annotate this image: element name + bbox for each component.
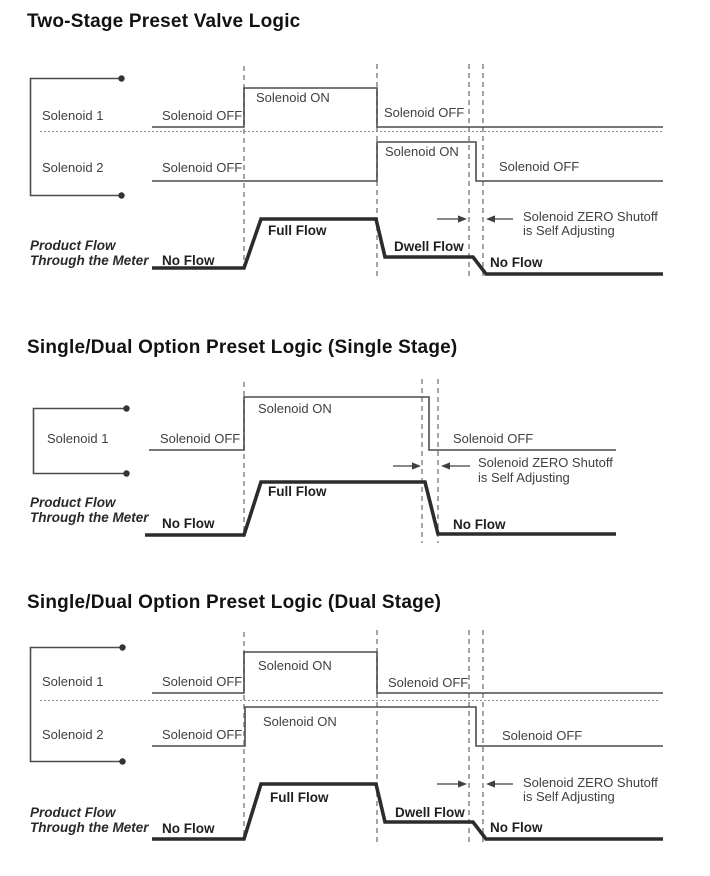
- solenoid1-label: Solenoid 1: [47, 431, 108, 446]
- left-arrow-icon: [486, 780, 495, 788]
- wire-terminal-dot: [118, 192, 125, 199]
- solenoid2-trace: [152, 141, 663, 182]
- no-flow-left-label: No Flow: [162, 516, 215, 531]
- shutoff-note-line2: is Self Adjusting: [478, 470, 570, 485]
- solenoid2-label: Solenoid 2: [42, 160, 103, 175]
- no-flow-right-label: No Flow: [490, 820, 543, 835]
- right-arrow-icon: [458, 215, 467, 223]
- flow-caption-line1: Product Flow: [30, 238, 117, 253]
- solenoid1-label: Solenoid 1: [42, 108, 103, 123]
- solenoid2-off-left-label: Solenoid OFF: [162, 160, 242, 175]
- solenoid-wiring-bracket: [32, 407, 126, 475]
- solenoid1-on-label: Solenoid ON: [256, 90, 330, 105]
- no-flow-right-label: No Flow: [453, 517, 506, 532]
- wire-terminal-dot: [123, 405, 130, 412]
- solenoid1-off-left-label: Solenoid OFF: [160, 431, 240, 446]
- solenoid-wiring-bracket: [29, 646, 122, 763]
- right-arrow-icon: [412, 462, 421, 470]
- product-flow-trace: [145, 480, 616, 537]
- solenoid1-off-right-label: Solenoid OFF: [384, 105, 464, 120]
- solenoid2-label: Solenoid 2: [42, 727, 103, 742]
- solenoid1-off-right-label: Solenoid OFF: [453, 431, 533, 446]
- left-arrow-icon: [441, 462, 450, 470]
- solenoid1-trace: [152, 87, 663, 128]
- solenoid1-trace: [152, 651, 663, 694]
- shutoff-note-line1: Solenoid ZERO Shutoff: [478, 455, 613, 470]
- no-flow-left-label: No Flow: [162, 253, 215, 268]
- shutoff-note-line1: Solenoid ZERO Shutoff: [523, 775, 658, 790]
- solenoid1-on-label: Solenoid ON: [258, 401, 332, 416]
- flow-caption-line2: Through the Meter: [30, 820, 149, 835]
- solenoid2-off-right-label: Solenoid OFF: [499, 159, 579, 174]
- left-arrow-icon: [486, 215, 495, 223]
- flow-caption-line2: Through the Meter: [30, 510, 149, 525]
- no-flow-left-label: No Flow: [162, 821, 215, 836]
- flow-caption-line1: Product Flow: [30, 495, 117, 510]
- solenoid1-on-label: Solenoid ON: [258, 658, 332, 673]
- diagram2-timing-chart: Solenoid 1 Solenoid OFF Solenoid ON Sole…: [30, 379, 616, 543]
- solenoid2-trace: [152, 706, 663, 747]
- wire-terminal-dot: [118, 75, 125, 82]
- product-flow-trace: [152, 782, 663, 841]
- diagram3-timing-chart: Solenoid 1 Solenoid OFF Solenoid ON Sole…: [29, 630, 663, 844]
- solenoid-wiring-bracket: [29, 77, 121, 197]
- solenoid2-off-left-label: Solenoid OFF: [162, 727, 242, 742]
- wire-terminal-dot: [119, 758, 126, 765]
- solenoid2-on-label: Solenoid ON: [263, 714, 337, 729]
- full-flow-label: Full Flow: [268, 484, 327, 499]
- solenoid1-label: Solenoid 1: [42, 674, 103, 689]
- solenoid1-off-left-label: Solenoid OFF: [162, 108, 242, 123]
- flow-caption-line2: Through the Meter: [30, 253, 149, 268]
- dwell-flow-label: Dwell Flow: [394, 239, 464, 254]
- diagram3-title: Single/Dual Option Preset Logic (Dual St…: [27, 592, 442, 613]
- diagram1-timing-chart: Solenoid 1 Solenoid OFF Solenoid ON Sole…: [29, 64, 663, 279]
- shutoff-note-line2: is Self Adjusting: [523, 223, 615, 238]
- shutoff-note-line2: is Self Adjusting: [523, 789, 615, 804]
- product-flow-trace: [152, 217, 663, 276]
- flow-caption-line1: Product Flow: [30, 805, 117, 820]
- solenoid1-off-left-label: Solenoid OFF: [162, 674, 242, 689]
- solenoid1-trace: [149, 396, 616, 451]
- no-flow-right-label: No Flow: [490, 255, 543, 270]
- solenoid1-off-right-label: Solenoid OFF: [388, 675, 468, 690]
- full-flow-label: Full Flow: [270, 790, 329, 805]
- right-arrow-icon: [458, 780, 467, 788]
- dwell-flow-label: Dwell Flow: [395, 805, 465, 820]
- wire-terminal-dot: [119, 644, 126, 651]
- solenoid2-on-label: Solenoid ON: [385, 144, 459, 159]
- full-flow-label: Full Flow: [268, 223, 327, 238]
- diagram1-title: Two-Stage Preset Valve Logic: [27, 11, 301, 32]
- solenoid2-off-right-label: Solenoid OFF: [502, 728, 582, 743]
- shutoff-note-line1: Solenoid ZERO Shutoff: [523, 209, 658, 224]
- diagram2-title: Single/Dual Option Preset Logic (Single …: [27, 337, 458, 358]
- wire-terminal-dot: [123, 470, 130, 477]
